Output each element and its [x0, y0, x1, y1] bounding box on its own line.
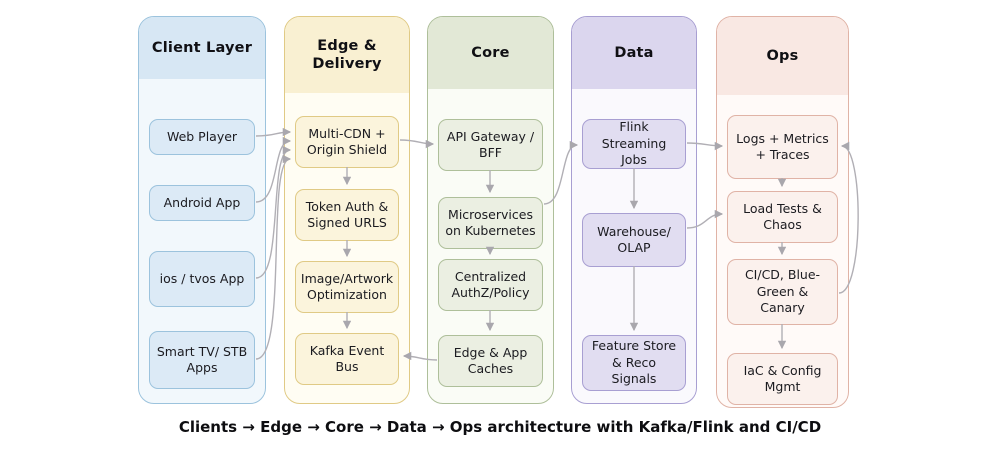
- node-iac-config-mgmt: IaC & Config Mgmt: [727, 353, 838, 405]
- column-client-layer: Client Layer Web Player Android App ios …: [138, 16, 266, 404]
- node-load-tests-chaos: Load Tests & Chaos: [727, 191, 838, 243]
- column-ops-title: Ops: [717, 17, 848, 95]
- diagram-caption: Clients → Edge → Core → Data → Ops archi…: [178, 418, 822, 436]
- node-warehouse-olap: Warehouse/ OLAP: [582, 213, 686, 267]
- column-data-title: Data: [572, 17, 696, 89]
- column-core: Core API Gateway / BFF Microservices on …: [427, 16, 554, 404]
- column-data: Data Flink Streaming Jobs Warehouse/ OLA…: [571, 16, 697, 404]
- node-feature-store-reco-signals: Feature Store & Reco Signals: [582, 335, 686, 391]
- node-token-auth-signed-urls: Token Auth & Signed URLS: [295, 189, 399, 241]
- node-ios-tvos-app: ios / tvos App: [149, 251, 255, 307]
- node-centralized-authz-policy: Centralized AuthZ/Policy: [438, 259, 543, 311]
- node-smart-tv-stb-apps: Smart TV/ STB Apps: [149, 331, 255, 389]
- node-web-player: Web Player: [149, 119, 255, 155]
- node-cicd-blue-green-canary: CI/CD, Blue-Green & Canary: [727, 259, 838, 325]
- node-flink-streaming-jobs: Flink Streaming Jobs: [582, 119, 686, 169]
- column-edge-delivery-title: Edge & Delivery: [285, 17, 409, 93]
- node-multi-cdn-origin-shield: Multi-CDN + Origin Shield: [295, 116, 399, 168]
- node-api-gateway-bff: API Gateway / BFF: [438, 119, 543, 171]
- node-android-app: Android App: [149, 185, 255, 221]
- column-ops: Ops Logs + Metrics + Traces Load Tests &…: [716, 16, 849, 408]
- node-edge-app-caches: Edge & App Caches: [438, 335, 543, 387]
- column-client-layer-title: Client Layer: [139, 17, 265, 79]
- column-core-title: Core: [428, 17, 553, 89]
- node-kafka-event-bus: Kafka Event Bus: [295, 333, 399, 385]
- node-microservices-kubernetes: Microservices on Kubernetes: [438, 197, 543, 249]
- column-edge-delivery: Edge & Delivery Multi-CDN + Origin Shiel…: [284, 16, 410, 404]
- node-image-artwork-optimization: Image/Artwork Optimization: [295, 261, 399, 313]
- node-logs-metrics-traces: Logs + Metrics + Traces: [727, 115, 838, 179]
